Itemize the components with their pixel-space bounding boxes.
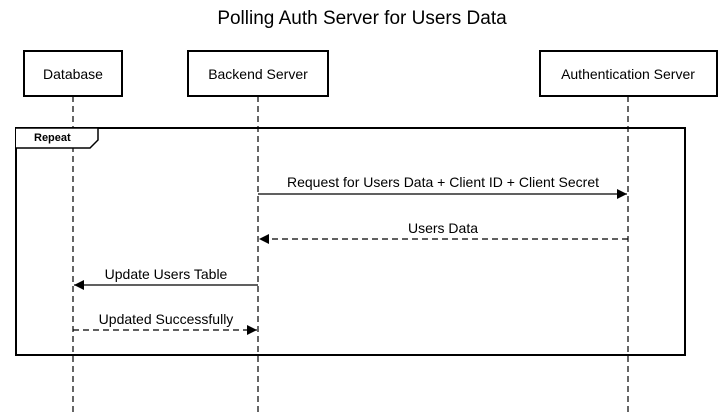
message-label: Users Data — [408, 220, 478, 236]
participant-database: Database — [23, 50, 123, 97]
participant-label: Authentication Server — [561, 66, 695, 82]
fragment-tab — [16, 127, 99, 149]
message-users-data: Users Data — [259, 220, 628, 244]
participant-label: Database — [43, 66, 103, 82]
participant-label: Backend Server — [208, 66, 308, 82]
message-updated-successfully: Updated Successfully — [73, 311, 257, 335]
repeat-fragment: Repeat — [15, 127, 686, 356]
message-update-users-table: Update Users Table — [74, 266, 258, 290]
diagram-title: Polling Auth Server for Users Data — [217, 8, 507, 29]
message-label: Update Users Table — [105, 266, 228, 282]
fragment-label: Repeat — [34, 132, 71, 144]
message-request-users-data: Request for Users Data + Client ID + Cli… — [258, 174, 627, 199]
message-label: Request for Users Data + Client ID + Cli… — [287, 174, 599, 190]
message-label: Updated Successfully — [99, 311, 234, 327]
participant-authentication-server: Authentication Server — [539, 50, 718, 97]
participant-backend-server: Backend Server — [187, 50, 329, 97]
